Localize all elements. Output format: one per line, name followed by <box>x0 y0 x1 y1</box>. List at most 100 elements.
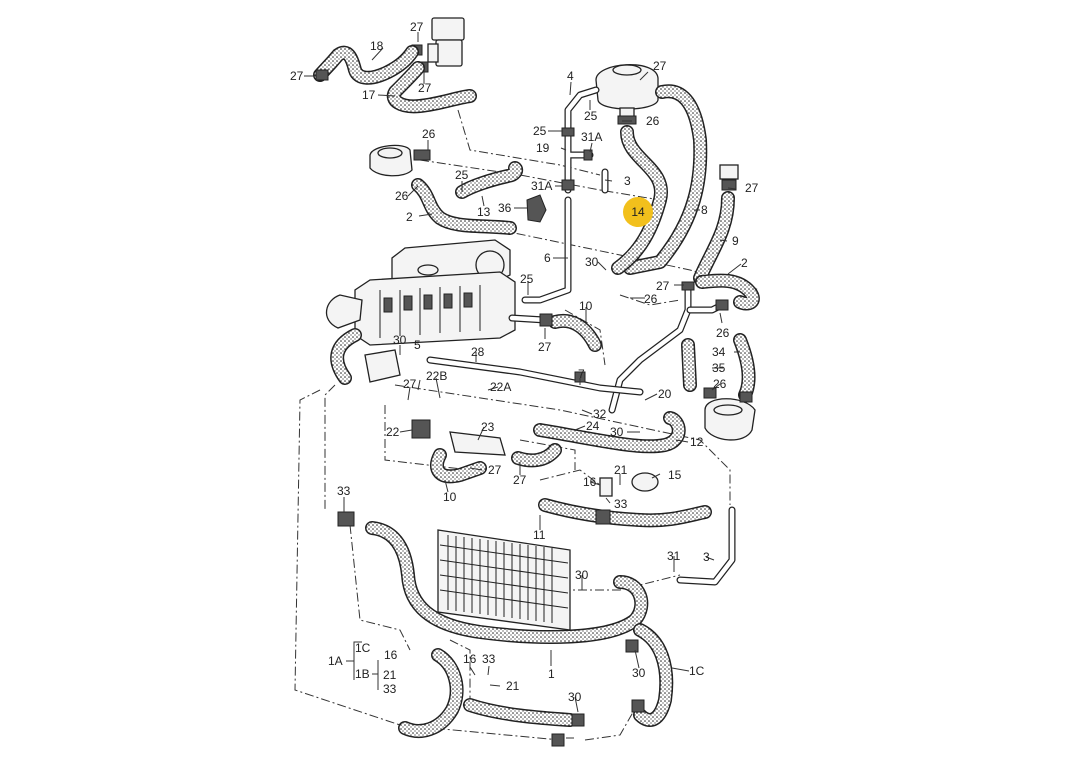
pump-23 <box>411 419 506 456</box>
callout-3: 3 <box>624 174 631 188</box>
callout-33: 33 <box>482 652 496 666</box>
hose-1B-lower <box>398 648 585 747</box>
callout-27: 27 <box>656 279 670 293</box>
callout-30: 30 <box>575 568 589 582</box>
rail-7 <box>426 356 644 396</box>
highlight-marker <box>623 197 653 227</box>
callout-31A: 31A <box>531 179 552 193</box>
callout-18: 18 <box>370 39 384 53</box>
callout-1C: 1C <box>355 641 371 655</box>
callout-12: 12 <box>690 435 704 449</box>
thermostat-housing <box>369 144 431 177</box>
callout-27: 27 <box>745 181 759 195</box>
hose-13 <box>455 161 524 199</box>
callout-27: 27 <box>290 69 304 83</box>
pipe-27-middle <box>508 313 553 327</box>
callout-30: 30 <box>585 255 599 269</box>
callout-27: 27 <box>410 20 424 34</box>
hose-10-lower <box>430 448 487 484</box>
engine-block <box>325 239 516 385</box>
callout-32: 32 <box>593 407 607 421</box>
callout-3: 3 <box>703 550 710 564</box>
callout-31A: 31A <box>581 130 602 144</box>
callout-28: 28 <box>471 345 485 359</box>
callout-8: 8 <box>701 203 708 217</box>
pipe-6 <box>521 179 575 304</box>
callout-30: 30 <box>568 690 582 704</box>
callout-11: 11 <box>533 528 546 542</box>
hose-34-35 <box>681 333 756 402</box>
callout-10: 10 <box>443 490 457 504</box>
callout-5: 5 <box>414 338 421 352</box>
leader-lines <box>304 32 742 739</box>
callout-25: 25 <box>455 168 469 182</box>
callout-30: 30 <box>632 666 646 680</box>
radiator <box>437 529 571 631</box>
callout-2: 2 <box>741 256 748 270</box>
callout-19: 19 <box>536 141 550 155</box>
callout-35: 35 <box>712 361 726 375</box>
callout-15: 15 <box>668 468 682 482</box>
callout-27: 27 <box>513 473 527 487</box>
callout-14: 14 <box>631 205 645 219</box>
callout-30: 30 <box>393 333 407 347</box>
callout-7: 7 <box>578 367 585 381</box>
callout-6: 6 <box>544 251 551 265</box>
callout-20: 20 <box>658 387 672 401</box>
hose-2-right <box>695 273 760 311</box>
callout-26: 26 <box>716 326 730 340</box>
clamp-icon <box>315 69 329 81</box>
callout-1C: 1C <box>689 664 705 678</box>
callout-26: 26 <box>646 114 660 128</box>
callout-27: 27 <box>418 81 432 95</box>
hose-27-lower <box>511 443 562 468</box>
callout-22: 22 <box>386 425 400 439</box>
callout-26: 26 <box>395 189 409 203</box>
callout-23: 23 <box>481 420 495 434</box>
callout-21: 21 <box>383 668 397 682</box>
hose-2-left <box>411 178 517 235</box>
highlighted-callout-14[interactable]: 14 <box>623 197 653 227</box>
callout-1B: 1B <box>355 667 370 681</box>
callout-26: 26 <box>644 292 658 306</box>
hose-12 <box>533 411 686 454</box>
callout-10: 10 <box>579 299 593 313</box>
callout-36: 36 <box>498 201 512 215</box>
callout-22B: 22B <box>426 369 447 383</box>
callout-1A: 1A <box>328 654 343 668</box>
sensor-16 <box>599 477 613 497</box>
callout-27: 27 <box>488 463 502 477</box>
pipe-4 <box>564 86 600 134</box>
callout-30: 30 <box>610 425 624 439</box>
hose-9 <box>693 191 735 285</box>
callout-33: 33 <box>337 484 351 498</box>
callout-labels: 27 18 27 17 27 4 27 25 26 25 31A 19 3 31… <box>290 20 759 704</box>
callout-1: 1 <box>548 667 555 681</box>
callout-33: 33 <box>383 682 397 696</box>
callout-31: 31 <box>667 549 681 563</box>
callout-25: 25 <box>584 109 598 123</box>
hose-17 <box>386 61 477 114</box>
callout-13: 13 <box>477 205 491 219</box>
callout-26: 26 <box>422 127 436 141</box>
hose-14 <box>611 125 668 275</box>
callout-22A: 22A <box>490 380 511 394</box>
callout-21: 21 <box>506 679 520 693</box>
hose-1 <box>337 511 649 644</box>
callout-25: 25 <box>520 272 534 286</box>
callout-9: 9 <box>732 234 739 248</box>
callout-4: 4 <box>567 69 574 83</box>
callout-16: 16 <box>384 648 398 662</box>
callout-16: 16 <box>583 475 597 489</box>
callout-17: 17 <box>362 88 376 102</box>
callout-21: 21 <box>614 463 628 477</box>
oil-cooler <box>703 387 756 441</box>
pipe-branches <box>608 281 729 414</box>
hose-11 <box>538 498 712 528</box>
hose-18 <box>313 45 419 85</box>
callout-25: 25 <box>533 124 547 138</box>
callout-33: 33 <box>614 497 628 511</box>
callout-34: 34 <box>712 345 726 359</box>
clip-15 <box>631 472 659 492</box>
